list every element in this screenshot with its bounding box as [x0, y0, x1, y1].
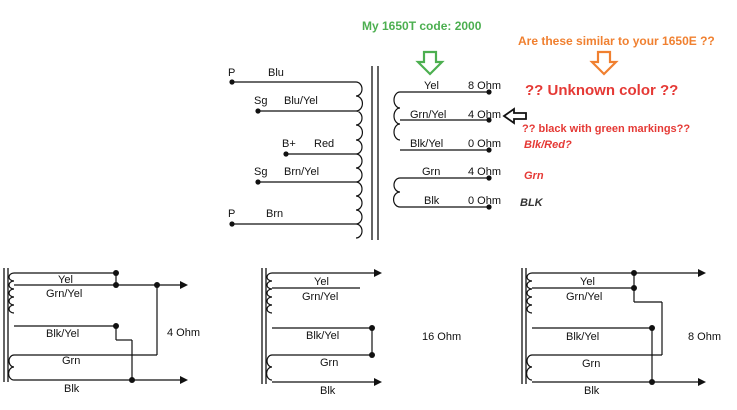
- wiring-label: Yel: [314, 276, 329, 288]
- secondary-color-label: Blk: [424, 195, 440, 207]
- secondary-tap-label: 0 Ohm: [468, 195, 501, 207]
- blk-red-note: Blk/Red?: [524, 139, 572, 151]
- wiring-diagram-16-ohm: Yel Grn/Yel Blk/Yel Grn Blk 16 Ohm: [261, 268, 461, 397]
- wiring-label: Yel: [58, 274, 73, 286]
- impedance-label: 8 Ohm: [688, 331, 721, 343]
- primary-winding: P Blu Sg Blu/Yel B+ Red Sg Brn/Yel P Brn: [228, 67, 363, 239]
- secondary-tap-label: 0 Ohm: [468, 138, 501, 150]
- secondary-color-label: Blk/Yel: [410, 138, 443, 150]
- my-code-title: My 1650T code: 2000: [362, 19, 482, 33]
- unknown-color-note: ?? Unknown color ??: [525, 82, 678, 99]
- question-title: Are these similar to your 1650E ??: [518, 34, 715, 48]
- wiring-label: Grn: [320, 357, 338, 369]
- wiring-diagram-8-ohm: Yel Grn/Yel Blk/Yel Grn Blk 8 Ohm: [521, 268, 721, 397]
- green-down-arrow-icon: [415, 50, 445, 76]
- wiring-label: Blk: [64, 383, 80, 395]
- primary-brn-yel-label: Brn/Yel: [284, 166, 319, 178]
- primary-blu-label: Blu: [268, 67, 284, 79]
- secondary-tap-label: 4 Ohm: [468, 166, 501, 178]
- primary-brn-label: Brn: [266, 208, 283, 220]
- wiring-label: Blk: [320, 385, 336, 397]
- primary-sg-bot-label: Sg: [254, 166, 267, 178]
- wiring-label: Yel: [580, 276, 595, 288]
- wiring-label: Grn/Yel: [46, 288, 82, 300]
- impedance-label: 16 Ohm: [422, 331, 461, 343]
- wiring-label: Blk/Yel: [306, 330, 339, 342]
- primary-sg-top-label: Sg: [254, 95, 267, 107]
- primary-red-label: Red: [314, 138, 334, 150]
- secondary-winding: Yel 8 Ohm Grn/Yel 4 Ohm Blk/Yel 0 Ohm Gr…: [393, 80, 501, 210]
- orange-down-arrow-icon: [589, 50, 619, 76]
- wiring-label: Grn/Yel: [302, 291, 338, 303]
- secondary-color-label: Grn/Yel: [410, 109, 446, 121]
- wiring-label: Blk: [584, 385, 600, 397]
- primary-bplus-label: B+: [282, 138, 296, 150]
- top-transformer-core: [371, 66, 379, 240]
- blk-note: BLK: [520, 197, 544, 209]
- secondary-color-label: Yel: [424, 80, 439, 92]
- secondary-tap-label: 4 Ohm: [468, 109, 501, 121]
- grn-note: Grn: [524, 170, 544, 182]
- wiring-label: Grn: [582, 358, 600, 370]
- wiring-label: Blk/Yel: [46, 328, 79, 340]
- impedance-label: 4 Ohm: [167, 327, 200, 339]
- wiring-label: Grn/Yel: [566, 291, 602, 303]
- wiring-label: Blk/Yel: [566, 331, 599, 343]
- black-left-arrow-icon: [502, 107, 527, 125]
- primary-blu-yel-label: Blu/Yel: [284, 95, 318, 107]
- black-green-note: ?? black with green markings??: [522, 123, 690, 135]
- secondary-color-label: Grn: [422, 166, 440, 178]
- primary-p-top-label: P: [228, 67, 235, 79]
- wiring-diagram-4-ohm: Yel Grn/Yel Blk/Yel Grn Blk 4 Ohm: [3, 268, 200, 395]
- secondary-tap-label: 8 Ohm: [468, 80, 501, 92]
- primary-p-bot-label: P: [228, 208, 235, 220]
- wiring-label: Grn: [62, 355, 80, 367]
